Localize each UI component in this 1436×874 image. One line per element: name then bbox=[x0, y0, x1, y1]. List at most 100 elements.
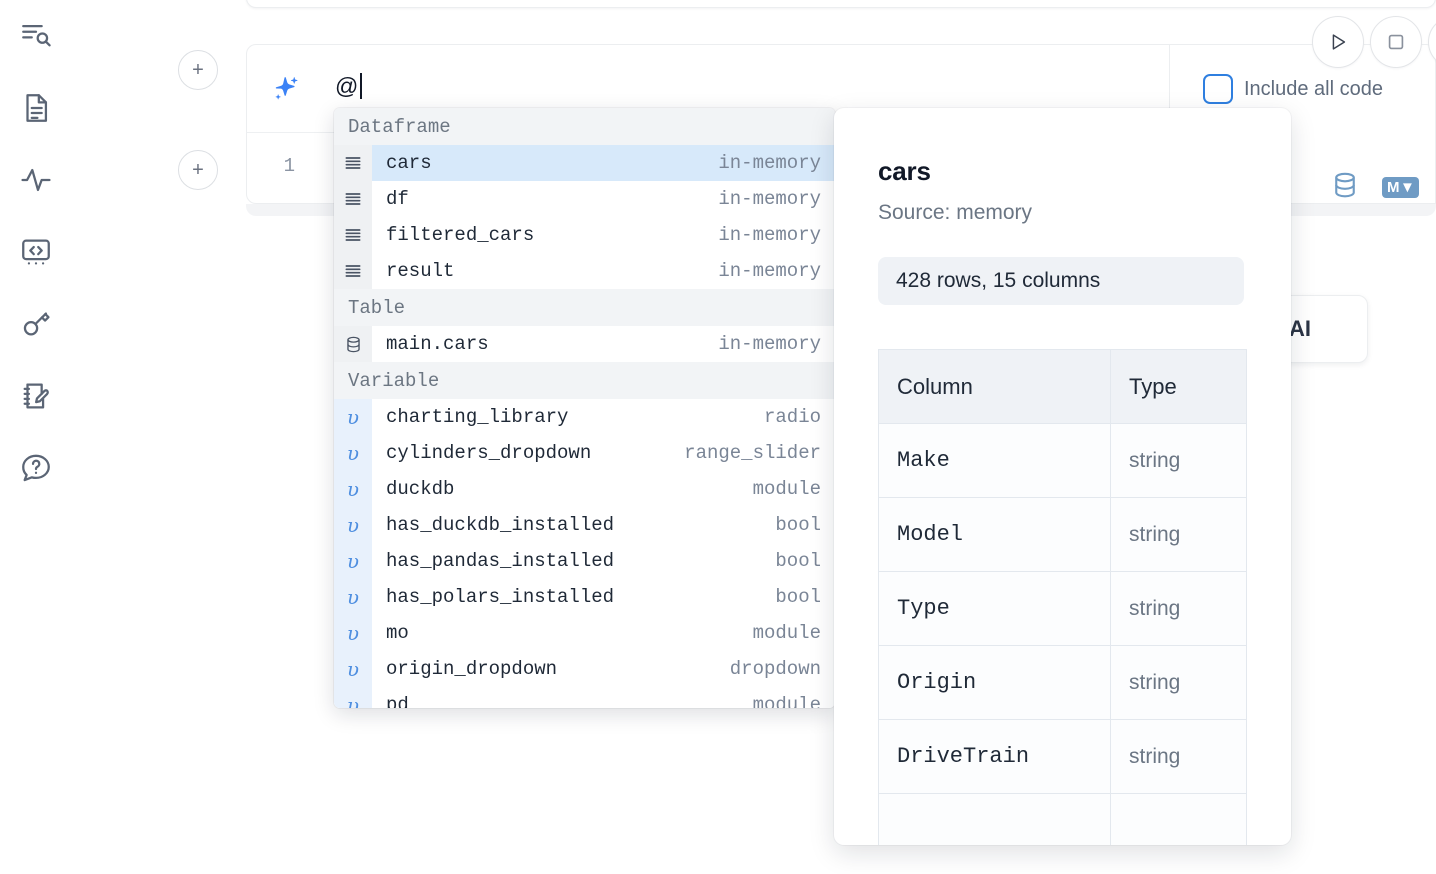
autocomplete-dropdown[interactable]: Dataframecarsin-memorydfin-memoryfiltere… bbox=[334, 108, 835, 708]
variable-icon: υ bbox=[334, 579, 372, 615]
table-row: Originstring bbox=[879, 646, 1247, 720]
table-row: Typestring bbox=[879, 572, 1247, 646]
autocomplete-item-name: has_polars_installed bbox=[372, 586, 775, 608]
autocomplete-item[interactable]: υduckdbmodule bbox=[334, 471, 835, 507]
cell-column-name: Type bbox=[879, 572, 1111, 646]
autocomplete-item-name: pd bbox=[372, 694, 753, 708]
autocomplete-item-type: bool bbox=[775, 514, 835, 536]
add-cell-label: + bbox=[192, 160, 204, 180]
autocomplete-item-name: filtered_cars bbox=[372, 224, 718, 246]
autocomplete-item-name: charting_library bbox=[372, 406, 764, 428]
ai-prompt-input[interactable]: @ bbox=[335, 73, 362, 100]
autocomplete-item[interactable]: υmomodule bbox=[334, 615, 835, 651]
autocomplete-item[interactable]: filtered_carsin-memory bbox=[334, 217, 835, 253]
help-chat-icon[interactable] bbox=[14, 446, 58, 490]
add-cell-button-bottom[interactable]: + bbox=[178, 150, 218, 190]
details-schema-table: Column Type MakestringModelstringTypestr… bbox=[878, 349, 1247, 845]
autocomplete-item-name: duckdb bbox=[372, 478, 753, 500]
line-number: 1 bbox=[271, 155, 295, 177]
autocomplete-item-name: has_pandas_installed bbox=[372, 550, 775, 572]
autocomplete-item[interactable]: dfin-memory bbox=[334, 181, 835, 217]
run-button[interactable] bbox=[1312, 16, 1364, 68]
cell-column-name bbox=[879, 794, 1111, 846]
previous-cell[interactable] bbox=[246, 0, 1436, 8]
autocomplete-item-type: in-memory bbox=[718, 333, 835, 355]
autocomplete-item-name: has_duckdb_installed bbox=[372, 514, 775, 536]
markdown-label: M bbox=[1387, 179, 1399, 196]
sparkle-icon bbox=[269, 73, 303, 107]
checkbox-box[interactable] bbox=[1203, 74, 1233, 104]
autocomplete-group-header: Table bbox=[334, 289, 835, 326]
text-caret bbox=[360, 73, 362, 99]
table-header-row: Column Type bbox=[879, 350, 1247, 424]
autocomplete-item[interactable]: main.carsin-memory bbox=[334, 326, 835, 362]
cell-column-name: Origin bbox=[879, 646, 1111, 720]
cell-column-type bbox=[1111, 794, 1247, 846]
autocomplete-item-type: in-memory bbox=[718, 188, 835, 210]
cell-column-type: string bbox=[1111, 720, 1247, 794]
autocomplete-group-header: Variable bbox=[334, 362, 835, 399]
autocomplete-item-name: mo bbox=[372, 622, 753, 644]
autocomplete-item-name: df bbox=[372, 188, 718, 210]
include-all-code-checkbox[interactable]: Include all code bbox=[1203, 74, 1383, 104]
cell-column-name: DriveTrain bbox=[879, 720, 1111, 794]
autocomplete-item[interactable]: υhas_duckdb_installedbool bbox=[334, 507, 835, 543]
autocomplete-item[interactable]: υorigin_dropdowndropdown bbox=[334, 651, 835, 687]
file-explorer-icon[interactable] bbox=[14, 14, 58, 58]
autocomplete-item[interactable]: υhas_polars_installedbool bbox=[334, 579, 835, 615]
dataframe-icon bbox=[334, 145, 372, 181]
cell-column-name: Make bbox=[879, 424, 1111, 498]
database-icon[interactable] bbox=[1330, 170, 1360, 205]
dataframe-icon bbox=[334, 217, 372, 253]
variable-icon: υ bbox=[334, 471, 372, 507]
autocomplete-item-name: result bbox=[372, 260, 718, 282]
cell-column-type: string bbox=[1111, 424, 1247, 498]
details-title: cars bbox=[878, 156, 931, 187]
code-snippet-icon[interactable] bbox=[14, 230, 58, 274]
autocomplete-item-name: main.cars bbox=[372, 333, 718, 355]
secrets-key-icon[interactable] bbox=[14, 302, 58, 346]
autocomplete-item-name: cylinders_dropdown bbox=[372, 442, 684, 464]
autocomplete-item-type: range_slider bbox=[684, 442, 835, 464]
table-row: Modelstring bbox=[879, 498, 1247, 572]
cell-column-type: string bbox=[1111, 498, 1247, 572]
dataframe-icon bbox=[334, 181, 372, 217]
activity-icon[interactable] bbox=[14, 158, 58, 202]
variable-icon: υ bbox=[334, 687, 372, 708]
autocomplete-item-type: dropdown bbox=[730, 658, 835, 680]
autocomplete-item-type: in-memory bbox=[718, 260, 835, 282]
add-cell-label: + bbox=[192, 60, 204, 80]
variable-icon: υ bbox=[334, 651, 372, 687]
autocomplete-item-type: module bbox=[753, 694, 835, 708]
dataframe-details-panel: cars Source: memory 428 rows, 15 columns… bbox=[834, 108, 1291, 845]
autocomplete-item[interactable]: υpdmodule bbox=[334, 687, 835, 708]
stop-button[interactable] bbox=[1370, 16, 1422, 68]
dataframe-icon bbox=[334, 253, 372, 289]
autocomplete-item-type: bool bbox=[775, 550, 835, 572]
autocomplete-item[interactable]: resultin-memory bbox=[334, 253, 835, 289]
variable-icon: υ bbox=[334, 615, 372, 651]
autocomplete-item[interactable]: carsin-memory bbox=[334, 145, 835, 181]
autocomplete-item-type: module bbox=[753, 622, 835, 644]
autocomplete-item[interactable]: υcharting_libraryradio bbox=[334, 399, 835, 435]
details-stats-badge: 428 rows, 15 columns bbox=[878, 257, 1244, 305]
column-header-column: Column bbox=[879, 350, 1111, 424]
markdown-icon[interactable]: M▼ bbox=[1382, 177, 1419, 198]
cell-tools: M▼ bbox=[1330, 170, 1419, 205]
variable-icon: υ bbox=[334, 543, 372, 579]
table-row: Makestring bbox=[879, 424, 1247, 498]
ai-prompt-value: @ bbox=[335, 73, 359, 99]
autocomplete-item-type: in-memory bbox=[718, 224, 835, 246]
scratchpad-icon[interactable] bbox=[14, 374, 58, 418]
ai-hint-card[interactable]: AI bbox=[1282, 295, 1368, 363]
variable-icon: υ bbox=[334, 507, 372, 543]
autocomplete-item[interactable]: υcylinders_dropdownrange_slider bbox=[334, 435, 835, 471]
variable-icon: υ bbox=[334, 435, 372, 471]
markdown-arrow: ▼ bbox=[1400, 179, 1414, 196]
autocomplete-item-type: bool bbox=[775, 586, 835, 608]
include-all-code-label: Include all code bbox=[1244, 78, 1383, 101]
add-cell-button-top[interactable]: + bbox=[178, 50, 218, 90]
document-icon[interactable] bbox=[14, 86, 58, 130]
autocomplete-item[interactable]: υhas_pandas_installedbool bbox=[334, 543, 835, 579]
